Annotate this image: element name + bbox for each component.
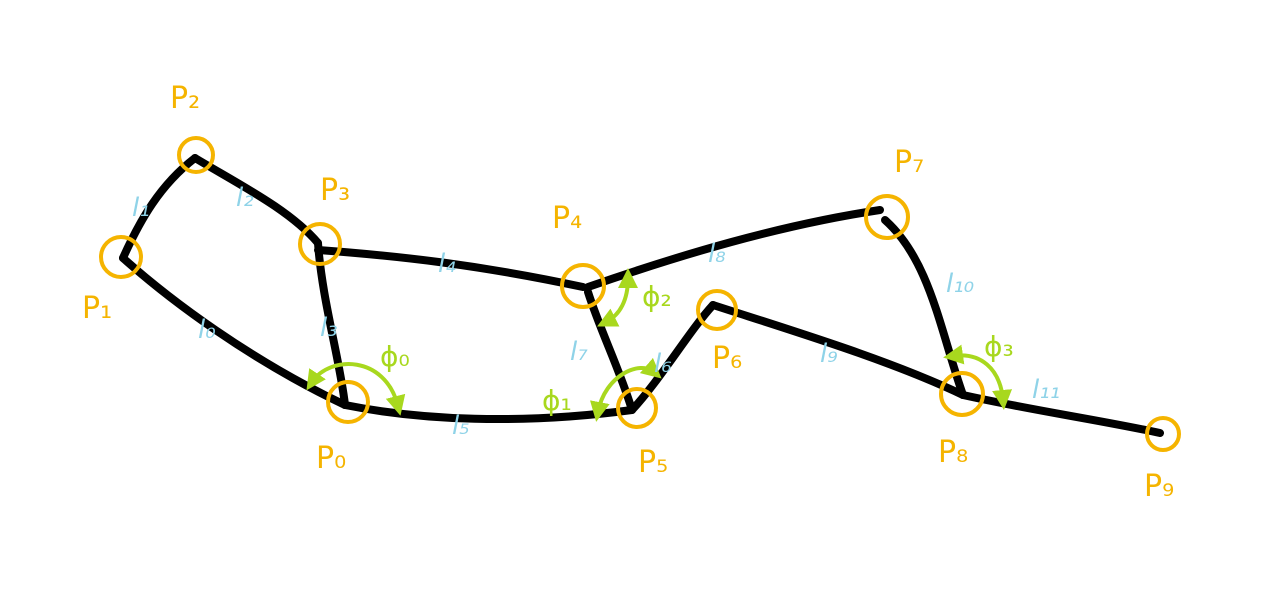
node-label-p1: P₁ xyxy=(82,291,112,326)
edge-label-l9: l₉ xyxy=(820,339,838,369)
node-label-p6: P₆ xyxy=(712,341,742,376)
edge-l9 xyxy=(709,301,967,399)
node-label-p0: P₀ xyxy=(316,441,346,476)
edge-label-l4: l₄ xyxy=(438,249,456,279)
node-ring-p6 xyxy=(696,289,738,331)
angle-label-phi3: ϕ₃ xyxy=(984,330,1014,363)
edge-label-l11: l₁₁ xyxy=(1032,375,1060,405)
node-ring-p4 xyxy=(560,263,606,309)
node-label-p5: P₅ xyxy=(638,445,668,480)
node-ring-p3 xyxy=(298,222,342,266)
edge-label-l2: l₂ xyxy=(236,183,254,213)
angles-layer xyxy=(306,268,1013,422)
node-label-p3: P₃ xyxy=(320,173,350,208)
edge-labels-layer: l₀ l₁ l₂ l₃ l₄ l₅ l₆ l₇ l₈ l₉ l₁₀ l₁₁ xyxy=(132,183,1060,441)
angle-label-phi0: ϕ₀ xyxy=(380,340,410,373)
angle-label-phi1: ϕ₁ xyxy=(542,384,572,417)
nodes-layer xyxy=(99,136,1181,452)
edge-label-l10: l₁₀ xyxy=(946,269,975,299)
node-label-p7: P₇ xyxy=(894,145,924,180)
angle-arc-phi1 xyxy=(590,357,662,422)
angle-label-phi2: ϕ₂ xyxy=(642,280,672,313)
node-label-p2: P₂ xyxy=(170,81,200,116)
node-label-p9: P₉ xyxy=(1144,469,1174,504)
node-labels-layer: P₀ P₁ P₂ P₃ P₄ P₅ P₆ P₇ P₈ P₉ xyxy=(82,81,1174,504)
angle-labels-layer: ϕ₀ ϕ₁ ϕ₂ ϕ₃ xyxy=(380,280,1014,417)
edge-label-l1: l₁ xyxy=(132,193,150,223)
edge-label-l8: l₈ xyxy=(708,239,726,269)
edge-l2 xyxy=(191,154,322,247)
node-ring-p5 xyxy=(616,387,658,429)
edge-l5 xyxy=(341,401,636,424)
edge-label-l7: l₇ xyxy=(570,337,588,367)
node-ring-p9 xyxy=(1145,416,1181,452)
node-label-p4: P₄ xyxy=(552,201,582,236)
node-label-p8: P₈ xyxy=(938,435,968,470)
edge-label-l0: l₀ xyxy=(198,315,216,345)
edge-l8 xyxy=(584,206,884,291)
node-ring-p1 xyxy=(99,235,143,279)
angle-arc-phi3 xyxy=(943,344,1013,410)
edge-l11 xyxy=(959,391,1164,437)
angle-arc-phi0 xyxy=(306,362,406,416)
node-ring-p0 xyxy=(326,380,370,424)
angle-arc-phi2 xyxy=(597,268,638,327)
node-ring-p2 xyxy=(177,136,215,174)
edge-label-l3: l₃ xyxy=(320,313,338,343)
node-ring-p8 xyxy=(939,371,985,417)
edge-label-l5: l₅ xyxy=(452,411,470,441)
edge-l4 xyxy=(314,246,587,291)
edge-label-l6: l₆ xyxy=(654,349,672,379)
node-ring-p7 xyxy=(864,194,910,240)
